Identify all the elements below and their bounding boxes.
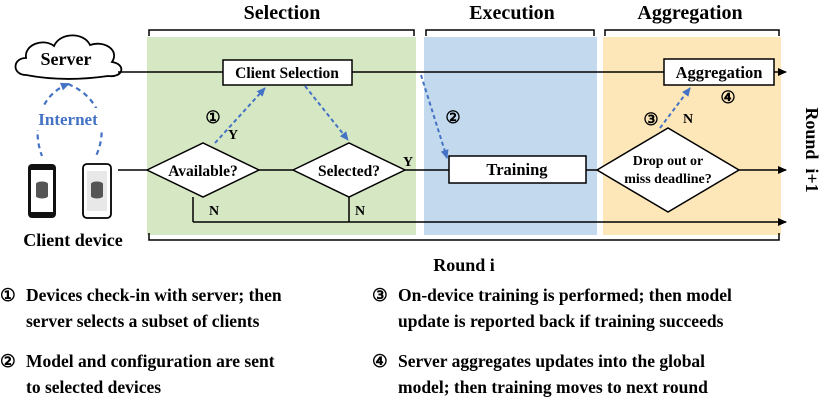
legend-line1-1: Devices check-in with server; then: [26, 285, 282, 305]
selected-label: Selected?: [318, 163, 380, 180]
available-no-label: N: [209, 204, 219, 219]
aggregation-box: [663, 58, 775, 86]
step3-arrow: [659, 87, 691, 129]
internet-link-left: [36, 82, 70, 157]
step-marker-3: ③: [643, 110, 658, 129]
legend-num-1: ①: [0, 285, 16, 305]
server-label: Server: [41, 49, 92, 69]
selected-no-label: N: [355, 204, 365, 219]
training-label: Training: [486, 160, 548, 179]
round-i-label: Round i: [433, 255, 495, 275]
legend-line2-4: model; then training moves to next round: [398, 377, 708, 397]
dropout-no-label: N: [683, 112, 693, 127]
step2-arrow: [420, 74, 449, 159]
dropout-decision: [595, 127, 741, 213]
selected-decision: [291, 142, 407, 198]
round-i-bracket: [148, 233, 780, 241]
legend-num-3: ③: [372, 285, 388, 305]
step-marker-1: ①: [205, 108, 220, 127]
dropout-label-line1: Drop out or: [633, 154, 704, 169]
client-device-label: Client device: [23, 230, 122, 250]
selection-bracket: [148, 29, 415, 36]
aggregation-box-label: Aggregation: [676, 63, 763, 82]
legend-num-4: ④: [372, 351, 388, 371]
section-title-selection: Selection: [244, 2, 321, 24]
selected-yes-label: Y: [403, 155, 413, 170]
available-label: Available?: [168, 163, 237, 180]
legend-num-2: ②: [0, 351, 16, 371]
round-next-label: Round i+1: [802, 107, 822, 192]
step-marker-2: ②: [445, 108, 460, 127]
aggregation-bracket: [604, 29, 780, 36]
execution-bracket: [425, 29, 595, 36]
legend-item-2: ② Model and configuration are sent to sel…: [0, 348, 275, 400]
legend-item-3: ③ On-device training is performed; then m…: [372, 282, 732, 334]
diagram-canvas: Selection Execution Aggregation Server C…: [14, 2, 822, 275]
client-selection-box: [222, 59, 353, 86]
section-title-execution: Execution: [469, 2, 555, 24]
legend-line1-3: On-device training is performed; then mo…: [398, 285, 732, 305]
client-selection-to-selected-arrow: [304, 85, 349, 141]
internet-label: Internet: [38, 110, 98, 129]
legend-item-4: ④ Server aggregates updates into the glob…: [372, 348, 708, 400]
dropout-label-line2: miss deadline?: [624, 172, 712, 187]
server-cloud-icon: [14, 34, 123, 80]
phone-icon-dark: [28, 164, 56, 218]
step1-arrow: [214, 87, 266, 144]
legend: ① Devices check-in with server; then serv…: [0, 282, 831, 411]
training-box: [448, 155, 587, 184]
legend-line2-1: server selects a subset of clients: [26, 311, 260, 331]
legend-line1-4: Server aggregates updates into the globa…: [398, 351, 706, 371]
client-selection-label: Client Selection: [235, 65, 339, 82]
legend-line2-2: to selected devices: [26, 377, 162, 397]
legend-line1-2: Model and configuration are sent: [26, 351, 275, 371]
section-title-aggregation: Aggregation: [637, 2, 742, 24]
legend-line2-3: update is reported back if training succ…: [398, 311, 724, 331]
phone-icon-light: [82, 163, 112, 219]
available-yes-label: Y: [228, 128, 238, 143]
legend-item-1: ① Devices check-in with server; then serv…: [0, 282, 282, 334]
execution-region: [424, 37, 597, 235]
step-marker-4: ④: [720, 88, 735, 107]
internet-label-bg: [30, 108, 110, 130]
available-decision: [145, 142, 261, 198]
